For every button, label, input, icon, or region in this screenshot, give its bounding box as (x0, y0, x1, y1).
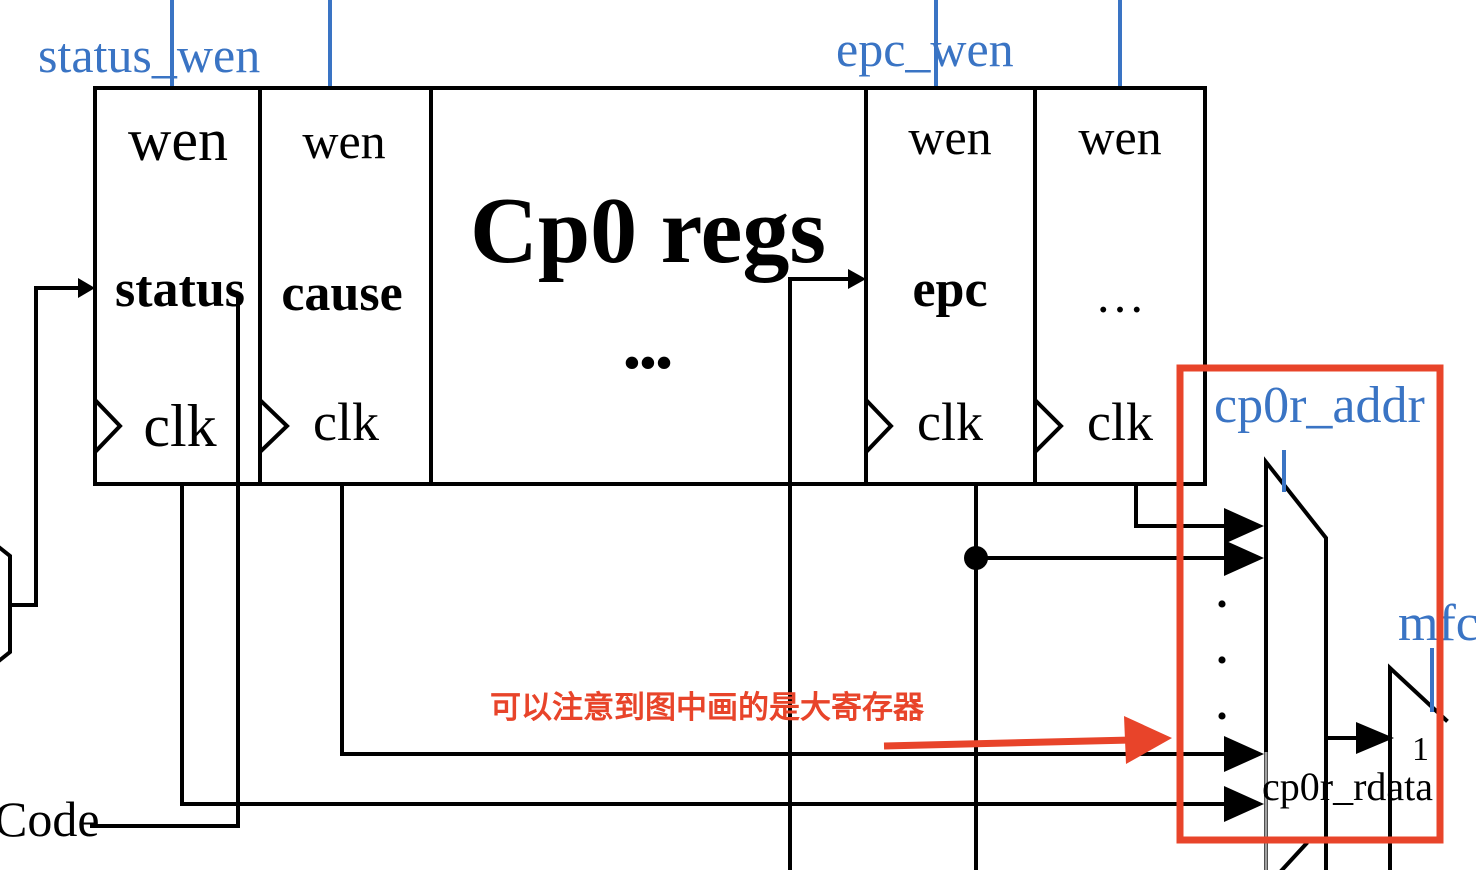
annotation-text: 可以注意到图中画的是大寄存器 (490, 690, 925, 726)
cause-clk-triangle (259, 399, 290, 453)
mux-input-arrow-2 (1224, 540, 1264, 576)
cp0-regs-title: Cp0 regs (470, 179, 826, 283)
cp0-regs-ellipsis: ••• (624, 337, 672, 388)
annotation-arrow-shaft (883, 736, 1133, 750)
mux-input-arrow-1 (1224, 508, 1264, 544)
cause-register-name: cause (281, 265, 402, 322)
epc-junction-dot (964, 546, 988, 570)
cp0r-addr-label: cp0r_addr (1214, 377, 1425, 434)
other-wen-text: wen (1078, 109, 1161, 165)
mux-input-arrow-3 (1224, 736, 1264, 772)
status-register-name: status (115, 261, 245, 318)
mux-dot-2: • (1217, 644, 1228, 677)
mux-input-arrow-4 (1224, 786, 1264, 822)
mux-output-arrowhead (1356, 722, 1394, 754)
cause-wen-text: wen (302, 113, 385, 169)
status-clk-triangle (94, 399, 123, 453)
status-input-wire (8, 286, 82, 607)
mux-dot-3: • (1217, 700, 1228, 733)
status-output-wire (180, 482, 1230, 806)
other-output-wire (1134, 482, 1230, 528)
status-clk-text: clk (143, 393, 216, 459)
epc-input-arrowhead (848, 269, 866, 289)
epc-wen-text: wen (908, 109, 991, 165)
epc-clk-triangle (865, 399, 894, 453)
epc-clk-text: clk (917, 392, 983, 452)
status-wen-text: wen (128, 107, 228, 173)
epc-wen-label: epc_wen (836, 21, 1014, 77)
mfc-mux-body (1388, 663, 1449, 870)
mux-dot-1: • (1217, 588, 1228, 621)
mux-bottom-slant (1279, 841, 1309, 870)
code-feedback-wire (90, 296, 240, 828)
status-input-arrowhead (78, 278, 95, 298)
status-wen-label: status_wen (38, 27, 260, 83)
mfc-mux-input-1: 1 (1412, 731, 1429, 768)
annotation-arrowhead (1124, 716, 1172, 764)
annotation-highlight-box (1176, 364, 1444, 844)
cause-output-wire (340, 482, 1230, 756)
cp0r-mux-body (1264, 456, 1328, 870)
cp0r-rdata-label: cp0r_rdata (1262, 764, 1433, 809)
other-clk-text: clk (1087, 392, 1153, 452)
epc-input-wire (788, 277, 852, 870)
cause-clk-text: clk (313, 392, 379, 452)
other-register-name: … (1095, 267, 1145, 323)
epc-register-name: epc (912, 261, 987, 318)
code-label: Code (0, 791, 100, 847)
other-clk-triangle (1034, 399, 1064, 453)
